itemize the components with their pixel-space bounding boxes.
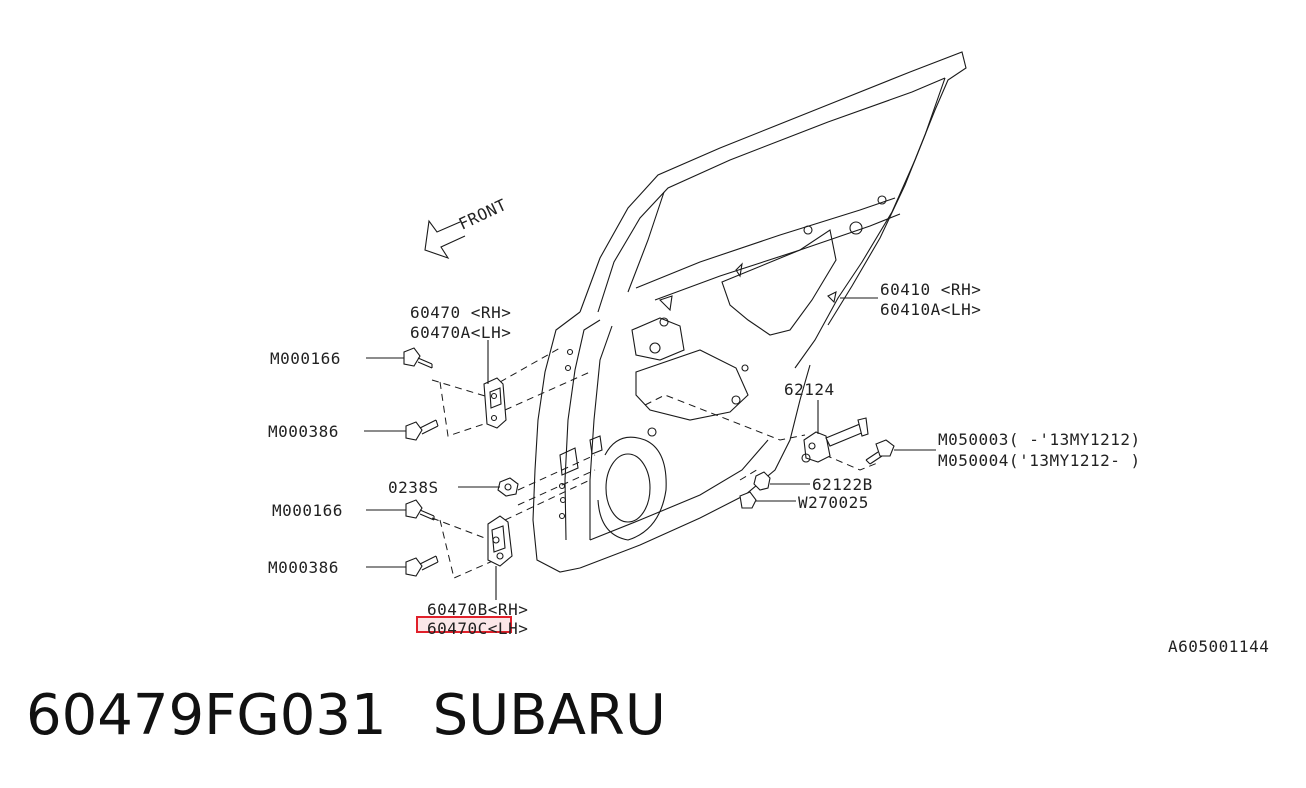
highlight-box (416, 616, 512, 633)
door-panel-drawing (532, 51, 967, 573)
label-lower-hinge-lh[interactable]: 60470C<LH> (427, 619, 528, 638)
part-number: 60479FG031 (26, 683, 387, 748)
label-clip[interactable]: 62122B (812, 475, 873, 494)
label-nut-0238s[interactable]: 0238S (388, 478, 439, 497)
label-bolt-m000386-upper[interactable]: M000386 (268, 422, 339, 441)
label-door-rh[interactable]: 60410 <RH> (880, 280, 981, 299)
brand-name: SUBARU (432, 683, 666, 748)
label-bolt-m000166-lower[interactable]: M000166 (272, 501, 343, 520)
label-door-lh[interactable]: 60410A<LH> (880, 300, 981, 319)
label-bolt-m000386-lower[interactable]: M000386 (268, 558, 339, 577)
front-label: FRONT (456, 195, 510, 234)
label-upper-hinge-lh[interactable]: 60470A<LH> (410, 323, 511, 342)
clip-62122b-icon (753, 471, 771, 491)
assembly-lines (431, 347, 881, 579)
label-plug[interactable]: W270025 (798, 493, 869, 512)
label-bolt-m000166-upper[interactable]: M000166 (270, 349, 341, 368)
label-checker-bolt-1[interactable]: M050003( -'13MY1212) (938, 430, 1141, 449)
part-title: 60479FG031 SUBARU (26, 683, 712, 748)
lower-hinge-drawing (487, 515, 513, 567)
front-arrow-icon (424, 219, 466, 260)
figure-id: A605001144 (1168, 637, 1269, 656)
bolt-m050003-icon (865, 439, 895, 465)
label-upper-hinge-rh[interactable]: 60470 <RH> (410, 303, 511, 322)
label-lower-hinge-rh[interactable]: 60470B<RH> (427, 600, 528, 619)
leader-lines (364, 297, 936, 600)
upper-hinge-drawing (483, 377, 507, 429)
bolt-m000166-lower-icon (405, 499, 435, 521)
label-checker[interactable]: 62124 (784, 380, 835, 399)
bolt-m000386-lower-icon (405, 555, 439, 577)
plug-w270025-icon (739, 491, 757, 509)
bolt-m000386-upper-icon (405, 419, 439, 441)
label-checker-bolt-2[interactable]: M050004('13MY1212- ) (938, 451, 1141, 470)
bolt-m000166-upper-icon (403, 347, 433, 369)
door-checker-drawing (801, 417, 869, 463)
nut-0238s-icon (497, 477, 519, 497)
